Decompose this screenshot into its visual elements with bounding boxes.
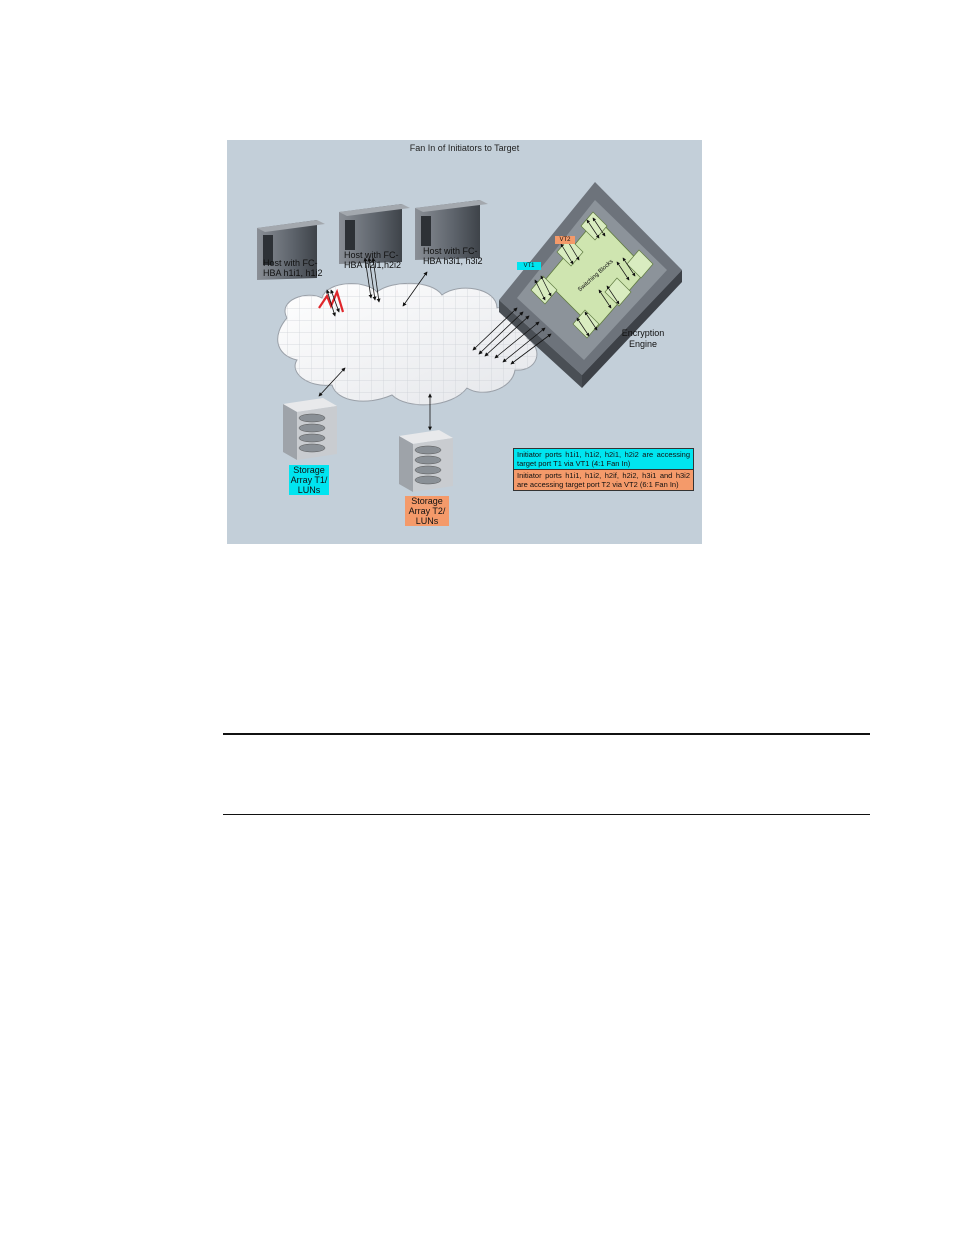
host-1-label: Host with FC- HBA h1i1, h1i2	[263, 258, 323, 278]
vt1-tag: VT1	[517, 262, 541, 270]
host-server-1	[257, 220, 325, 280]
note-top-rule	[223, 733, 870, 735]
legend-vt2-text: Initiator ports h1i1, h1i2, h2if, h2i2, …	[514, 469, 693, 490]
storage-fabric-links	[318, 367, 432, 431]
storage-t2-label: Storage Array T2/ LUNs	[405, 496, 449, 526]
storage-array-t2	[399, 430, 453, 492]
legend-vt1-text: Initiator ports h1i1, h1i2, h2i1, h2i2 a…	[514, 449, 693, 469]
host-2-label: Host with FC- HBA h2i1,h2i2	[344, 250, 402, 270]
vt2-tag: VT2	[555, 236, 575, 244]
fabric-engine-links	[472, 307, 552, 365]
diagram-title: Fan In of Initiators to Target	[409, 143, 520, 153]
host-3-label: Host with FC- HBA h3i1, h3i2	[423, 246, 483, 266]
host-server-3	[415, 200, 488, 260]
fan-in-diagram: Fan In of Initiators to Target Host with…	[227, 140, 702, 544]
fan-in-legend: Initiator ports h1i1, h1i2, h2i1, h2i2 a…	[513, 448, 694, 491]
note-bottom-rule	[223, 814, 870, 815]
storage-t1-label: Storage Array T1/ LUNs	[289, 465, 329, 495]
host-server-2	[339, 204, 410, 264]
diagram-canvas	[257, 182, 682, 492]
host-fabric-links	[326, 257, 428, 317]
storage-array-t1	[283, 398, 337, 460]
encryption-engine-label: Encryption Engine	[621, 328, 665, 349]
